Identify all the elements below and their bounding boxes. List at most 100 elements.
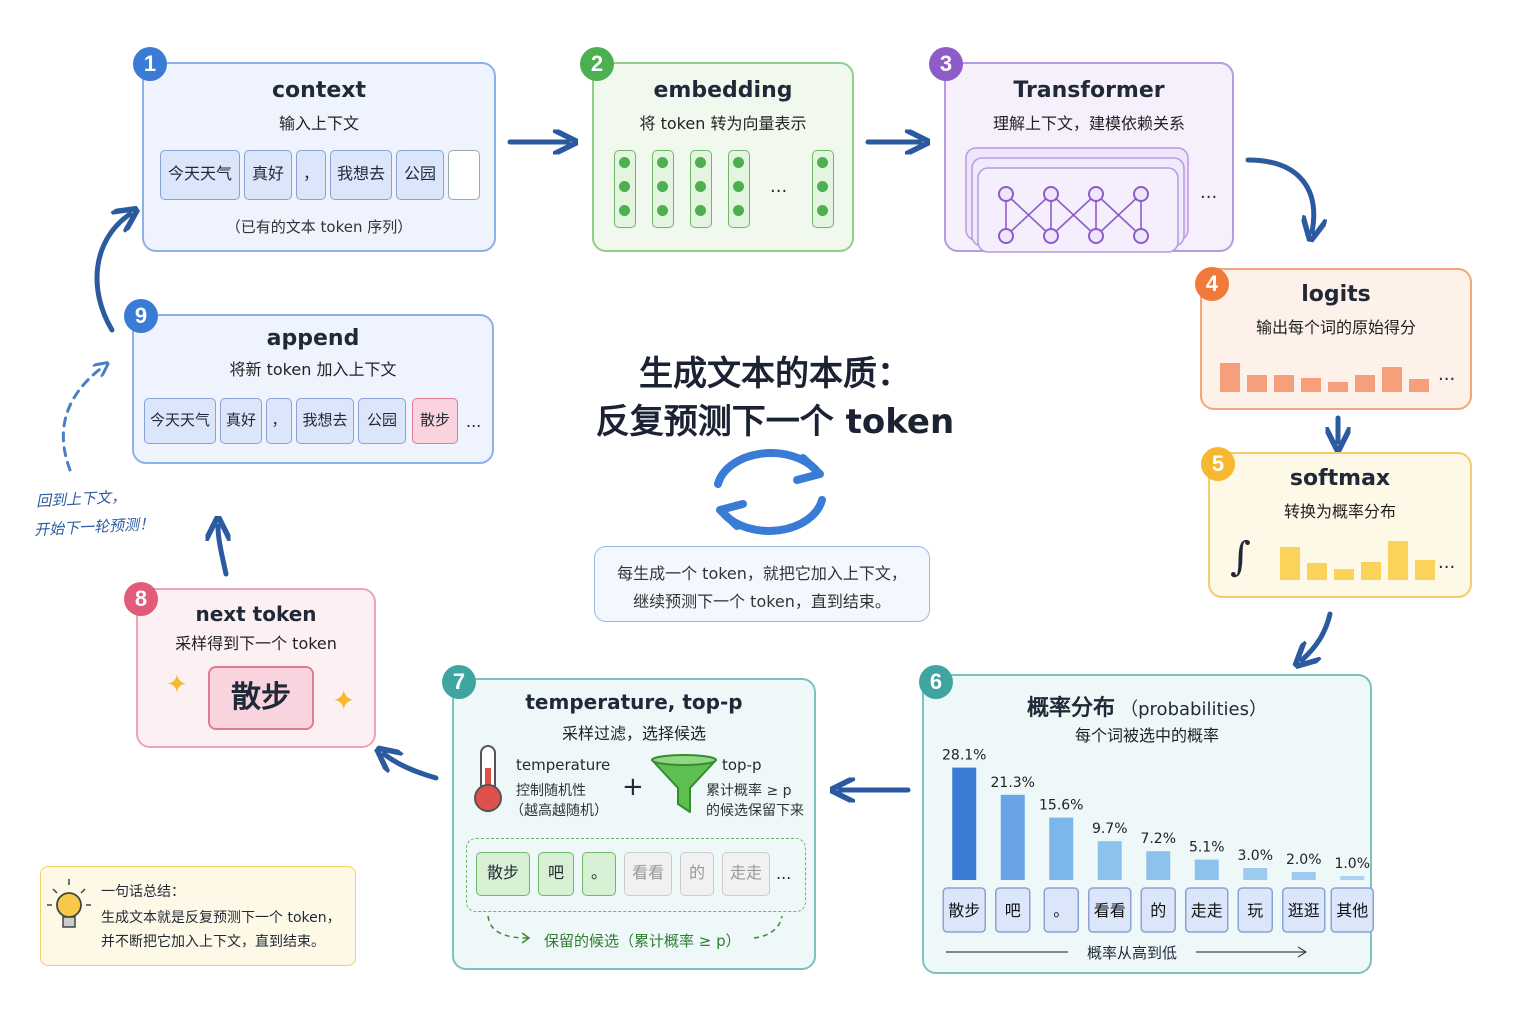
probability-value-label: 15.6% xyxy=(1039,798,1083,814)
token-box xyxy=(1140,887,1176,933)
center-title-line-2: 反复预测下一个 token xyxy=(595,402,955,442)
arrow-3-to-4 xyxy=(1245,157,1314,232)
token-box xyxy=(1185,887,1229,933)
probability-value-label: 7.2% xyxy=(1140,831,1176,847)
step-next-token-subtitle: 采样得到下一个 token xyxy=(175,634,337,653)
step-5-badge: 5 xyxy=(1201,447,1235,481)
arrow-loop-dashed xyxy=(61,366,104,472)
temperature-desc-2: （越高越随机） xyxy=(510,803,608,819)
token-box xyxy=(1043,887,1079,933)
token-category-label: 。 xyxy=(1053,901,1069,920)
softmax-function-symbol: ∫ xyxy=(1230,534,1251,580)
embedding-vector xyxy=(652,150,674,228)
append-new-token: 散步 xyxy=(412,398,458,444)
logits-ellipsis: ... xyxy=(1438,364,1456,385)
step-context-caption: （已有的文本 token 序列） xyxy=(225,218,413,236)
vector-dot xyxy=(695,205,706,216)
probability-bar xyxy=(1000,794,1025,880)
append-token-5: 公园 xyxy=(358,398,406,444)
arrow-5-to-6 xyxy=(1302,611,1333,660)
kept-token-1: 散步 xyxy=(476,852,530,896)
mini-bar xyxy=(1301,378,1321,392)
mini-bar xyxy=(1409,379,1429,392)
vector-dot xyxy=(695,157,706,168)
append-token-1: 今天天气 xyxy=(144,398,216,444)
step-context-title: context xyxy=(272,78,366,103)
token-category-label: 散步 xyxy=(948,901,980,920)
context-token-3: ， xyxy=(296,150,326,200)
step-logits-title: logits xyxy=(1301,282,1371,307)
vector-dot xyxy=(619,181,630,192)
step-7-badge: 7 xyxy=(442,665,476,699)
sparkle-icon-right: ✦ xyxy=(332,684,356,717)
transformer-ellipsis: ... xyxy=(1200,182,1218,203)
vector-dot xyxy=(657,157,668,168)
context-token-5: 公园 xyxy=(396,150,444,200)
dropped-token-1: 看看 xyxy=(624,852,672,896)
sampling-ellipsis: ... xyxy=(776,864,792,883)
token-category-label: 玩 xyxy=(1247,901,1263,920)
kept-token-2: 吧 xyxy=(538,852,574,896)
candidate-box xyxy=(466,838,806,912)
vector-dot xyxy=(619,205,630,216)
softmax-bars xyxy=(1280,532,1440,580)
dropped-token-3: 走走 xyxy=(722,852,770,896)
token-box xyxy=(1237,887,1273,933)
kept-caption: 保留的候选（累计概率 ≥ p） xyxy=(544,932,741,950)
probabilities-footer: 概率从高到低 xyxy=(1086,944,1177,962)
step-probabilities-title-en: （probabilities） xyxy=(1120,699,1267,720)
probability-value-label: 5.1% xyxy=(1189,840,1225,856)
probability-bar-chart: 28.1%散步21.3%吧15.6%。9.7%看看7.2%的5.1%走走3.0%… xyxy=(942,748,1374,933)
dropped-token-2: 的 xyxy=(680,852,714,896)
context-token-1: 今天天气 xyxy=(160,150,240,200)
vector-dot xyxy=(657,205,668,216)
append-token-4: 我想去 xyxy=(296,398,354,444)
step-transformer-card: Transformer 理解上下文，建模依赖关系 ... xyxy=(944,62,1234,253)
embedding-ellipsis: ... xyxy=(770,176,788,197)
token-category-label: 吧 xyxy=(1005,901,1021,920)
summary-line-3: 并不断把它加入上下文，直到结束。 xyxy=(101,934,325,950)
mini-bar xyxy=(1334,569,1354,580)
vector-dot xyxy=(817,181,828,192)
probability-bar xyxy=(1146,851,1171,880)
vector-dot xyxy=(817,157,828,168)
token-category-label: 的 xyxy=(1150,901,1166,920)
step-softmax-title: softmax xyxy=(1289,466,1391,491)
step-8-badge: 8 xyxy=(124,582,158,616)
temperature-desc-1: 控制随机性 xyxy=(516,783,586,799)
step-3-badge: 3 xyxy=(929,47,963,81)
mini-bar xyxy=(1415,560,1435,580)
step-context-subtitle: 输入上下文 xyxy=(278,114,359,133)
step-6-badge: 6 xyxy=(919,665,953,699)
token-box xyxy=(1088,887,1132,933)
context-token-2: 真好 xyxy=(244,150,292,200)
embedding-vector xyxy=(690,150,712,228)
vector-dot xyxy=(733,205,744,216)
context-empty-slot xyxy=(448,150,480,200)
probability-bar xyxy=(1097,841,1122,880)
transformer-network-icon xyxy=(965,147,1189,253)
step-transformer-subtitle: 理解上下文，建模依赖关系 xyxy=(992,114,1185,133)
mini-bar xyxy=(1247,375,1267,392)
token-category-label: 看看 xyxy=(1094,901,1126,920)
lightbulb-icon xyxy=(47,879,91,928)
topp-desc-1: 累计概率 ≥ p xyxy=(706,783,792,799)
probability-bar xyxy=(952,767,977,880)
step-append-title: append xyxy=(266,326,360,351)
logits-bars xyxy=(1220,346,1430,392)
step-transformer-title: Transformer xyxy=(1013,78,1165,103)
temperature-label: temperature xyxy=(516,756,611,774)
kept-token-3: 。 xyxy=(582,852,616,896)
step-append-subtitle: 将新 token 加入上下文 xyxy=(229,360,397,379)
center-note-line-2: 继续预测下一个 token，直到结束。 xyxy=(633,592,891,611)
step-next-token-title: next token xyxy=(195,602,317,626)
step-embedding-subtitle: 将 token 转为向量表示 xyxy=(639,114,807,133)
mini-bar xyxy=(1328,382,1348,392)
step-logits-subtitle: 输出每个词的原始得分 xyxy=(1255,318,1416,337)
token-box xyxy=(1330,887,1374,933)
vector-dot xyxy=(695,181,706,192)
step-1-badge: 1 xyxy=(133,47,167,81)
summary-line-1: 一句话总结： xyxy=(101,884,185,900)
